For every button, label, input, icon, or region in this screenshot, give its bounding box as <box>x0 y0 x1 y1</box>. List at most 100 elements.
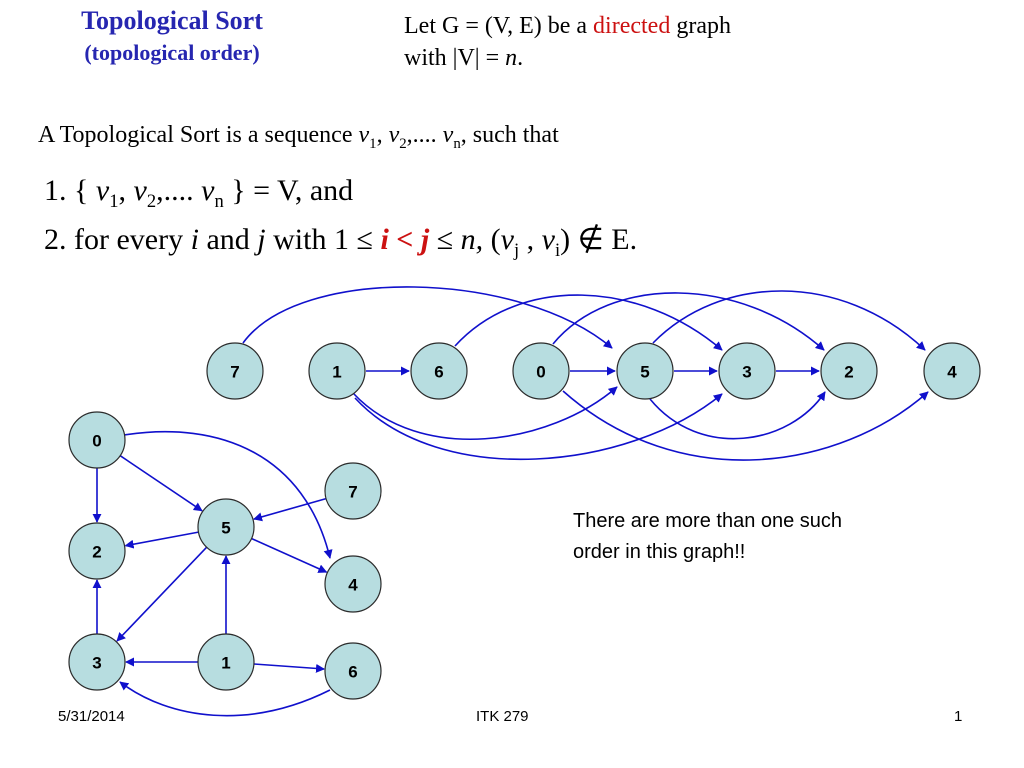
c2-j: j <box>257 223 266 256</box>
order-edge-7-5 <box>242 286 613 349</box>
c2-vi: v <box>541 223 555 256</box>
c2-mid: , <box>519 223 542 256</box>
order-node-label-3: 3 <box>742 363 751 382</box>
dag-node-circle-1 <box>197 633 255 691</box>
c2-i-less-j: i < j <box>380 223 430 256</box>
dag-node-circle-4 <box>324 555 382 613</box>
order-node-5: 5 <box>616 342 674 400</box>
c2-n: n, <box>460 223 484 256</box>
dag-node-label-0: 0 <box>92 432 101 451</box>
c2-i: i <box>190 223 199 256</box>
seq-comma: , <box>376 122 389 148</box>
c2-le: ≤ <box>429 223 461 256</box>
order-node-label-6: 6 <box>434 363 443 382</box>
order-node-label-7: 7 <box>230 363 239 382</box>
order-edge-1-5 <box>352 386 618 441</box>
footer-page-number: 1 <box>954 708 963 725</box>
seq-sub-2: 2 <box>399 135 407 152</box>
title-sub: (topological order) <box>84 40 260 65</box>
order-node-circle-0 <box>512 342 570 400</box>
order-node-7: 7 <box>206 342 264 400</box>
definition-text-2: graph <box>670 13 731 39</box>
dag-node-label-2: 2 <box>92 543 101 562</box>
dag-node-label-4: 4 <box>348 576 358 595</box>
dag-node-circle-2 <box>68 522 126 580</box>
definition-line-2: with |V| = n. <box>404 42 731 74</box>
order-edge-0-4 <box>562 390 929 461</box>
condition-1: 1. { v1, v2,.... vn } = V, and <box>44 174 353 213</box>
dag-edges <box>92 430 333 717</box>
definition-text-1: Let G = (V, E) be a <box>404 13 594 39</box>
c1-sub-1: 1 <box>109 191 119 212</box>
order-node-label-5: 5 <box>640 363 649 382</box>
dag-edge-6-3 <box>119 681 331 717</box>
c2-sub-i: i <box>555 240 561 261</box>
definition-n: n <box>505 45 518 71</box>
dag-node-circle-7 <box>324 462 382 520</box>
order-edge-1-3 <box>354 393 723 461</box>
c1-v2: v <box>133 174 147 207</box>
dag-edge-5-3 <box>116 546 208 642</box>
order-edge-0-2 <box>552 292 825 351</box>
note-text: There are more than one such order in th… <box>573 510 843 563</box>
c2-sub-j: j <box>514 240 520 261</box>
order-node-6: 6 <box>410 342 468 400</box>
c1-v1: v <box>95 174 110 207</box>
dag-node-5: 5 <box>197 498 255 556</box>
order-edge-5-2 <box>649 391 826 440</box>
seq-suffix: , such that <box>460 122 559 148</box>
c2-open: ( <box>483 223 501 256</box>
title-main: Topological Sort <box>81 6 263 35</box>
order-row-nodes: 7 1 6 0 5 3 2 4 <box>206 342 981 400</box>
dag-node-label-6: 6 <box>348 663 357 682</box>
order-node-circle-1 <box>308 342 366 400</box>
dag-node-4: 4 <box>324 555 382 613</box>
seq-v1: v <box>358 122 370 148</box>
dag-node-circle-6 <box>324 642 382 700</box>
seq-vn: v <box>442 122 454 148</box>
seq-sub-n: n <box>453 135 461 152</box>
c2-with: with 1 ≤ <box>265 223 381 256</box>
c1-dots: ,.... <box>156 174 202 207</box>
order-node-circle-2 <box>820 342 878 400</box>
order-node-1: 1 <box>308 342 366 400</box>
definition-text-3: with |V| = <box>404 45 506 71</box>
c2-and: and <box>198 223 258 256</box>
order-node-label-4: 4 <box>947 363 957 382</box>
dag-node-2: 2 <box>68 522 126 580</box>
graph-definition: Let G = (V, E) be a directed graph with … <box>404 10 731 74</box>
order-node-label-0: 0 <box>536 363 545 382</box>
footer-course: ITK 279 <box>476 708 529 725</box>
directed-emphasis: directed <box>593 13 671 39</box>
order-node-circle-4 <box>923 342 981 400</box>
order-node-0: 0 <box>512 342 570 400</box>
footer-date: 5/31/2014 <box>58 708 125 725</box>
dag-edge-0-5 <box>119 455 203 512</box>
c2-vj: v <box>500 223 514 256</box>
seq-v2: v <box>388 122 400 148</box>
order-node-3: 3 <box>718 342 776 400</box>
order-node-label-1: 1 <box>332 363 341 382</box>
c1-sub-n: n <box>214 191 224 212</box>
slide-title: Topological Sort (topological order) <box>22 4 322 68</box>
seq-sub-1: 1 <box>369 135 377 152</box>
c1-suffix: } = V, and <box>223 174 354 207</box>
order-edge-5-4 <box>652 290 926 351</box>
c1-prefix: 1. { <box>44 174 96 207</box>
order-node-circle-7 <box>206 342 264 400</box>
order-node-label-2: 2 <box>844 363 853 382</box>
c1-comma: , <box>118 174 134 207</box>
dag-node-0: 0 <box>68 411 126 469</box>
dag-node-circle-5 <box>197 498 255 556</box>
order-row-edges <box>242 286 929 461</box>
dag-edge-1-6 <box>253 663 325 673</box>
dag-node-7: 7 <box>324 462 382 520</box>
c1-vn: v <box>201 174 215 207</box>
order-node-circle-6 <box>410 342 468 400</box>
dag-node-circle-0 <box>68 411 126 469</box>
order-node-circle-5 <box>616 342 674 400</box>
definition-line-1: Let G = (V, E) be a directed graph <box>404 10 731 42</box>
sequence-sentence: A Topological Sort is a sequence v1, v2,… <box>38 122 559 153</box>
